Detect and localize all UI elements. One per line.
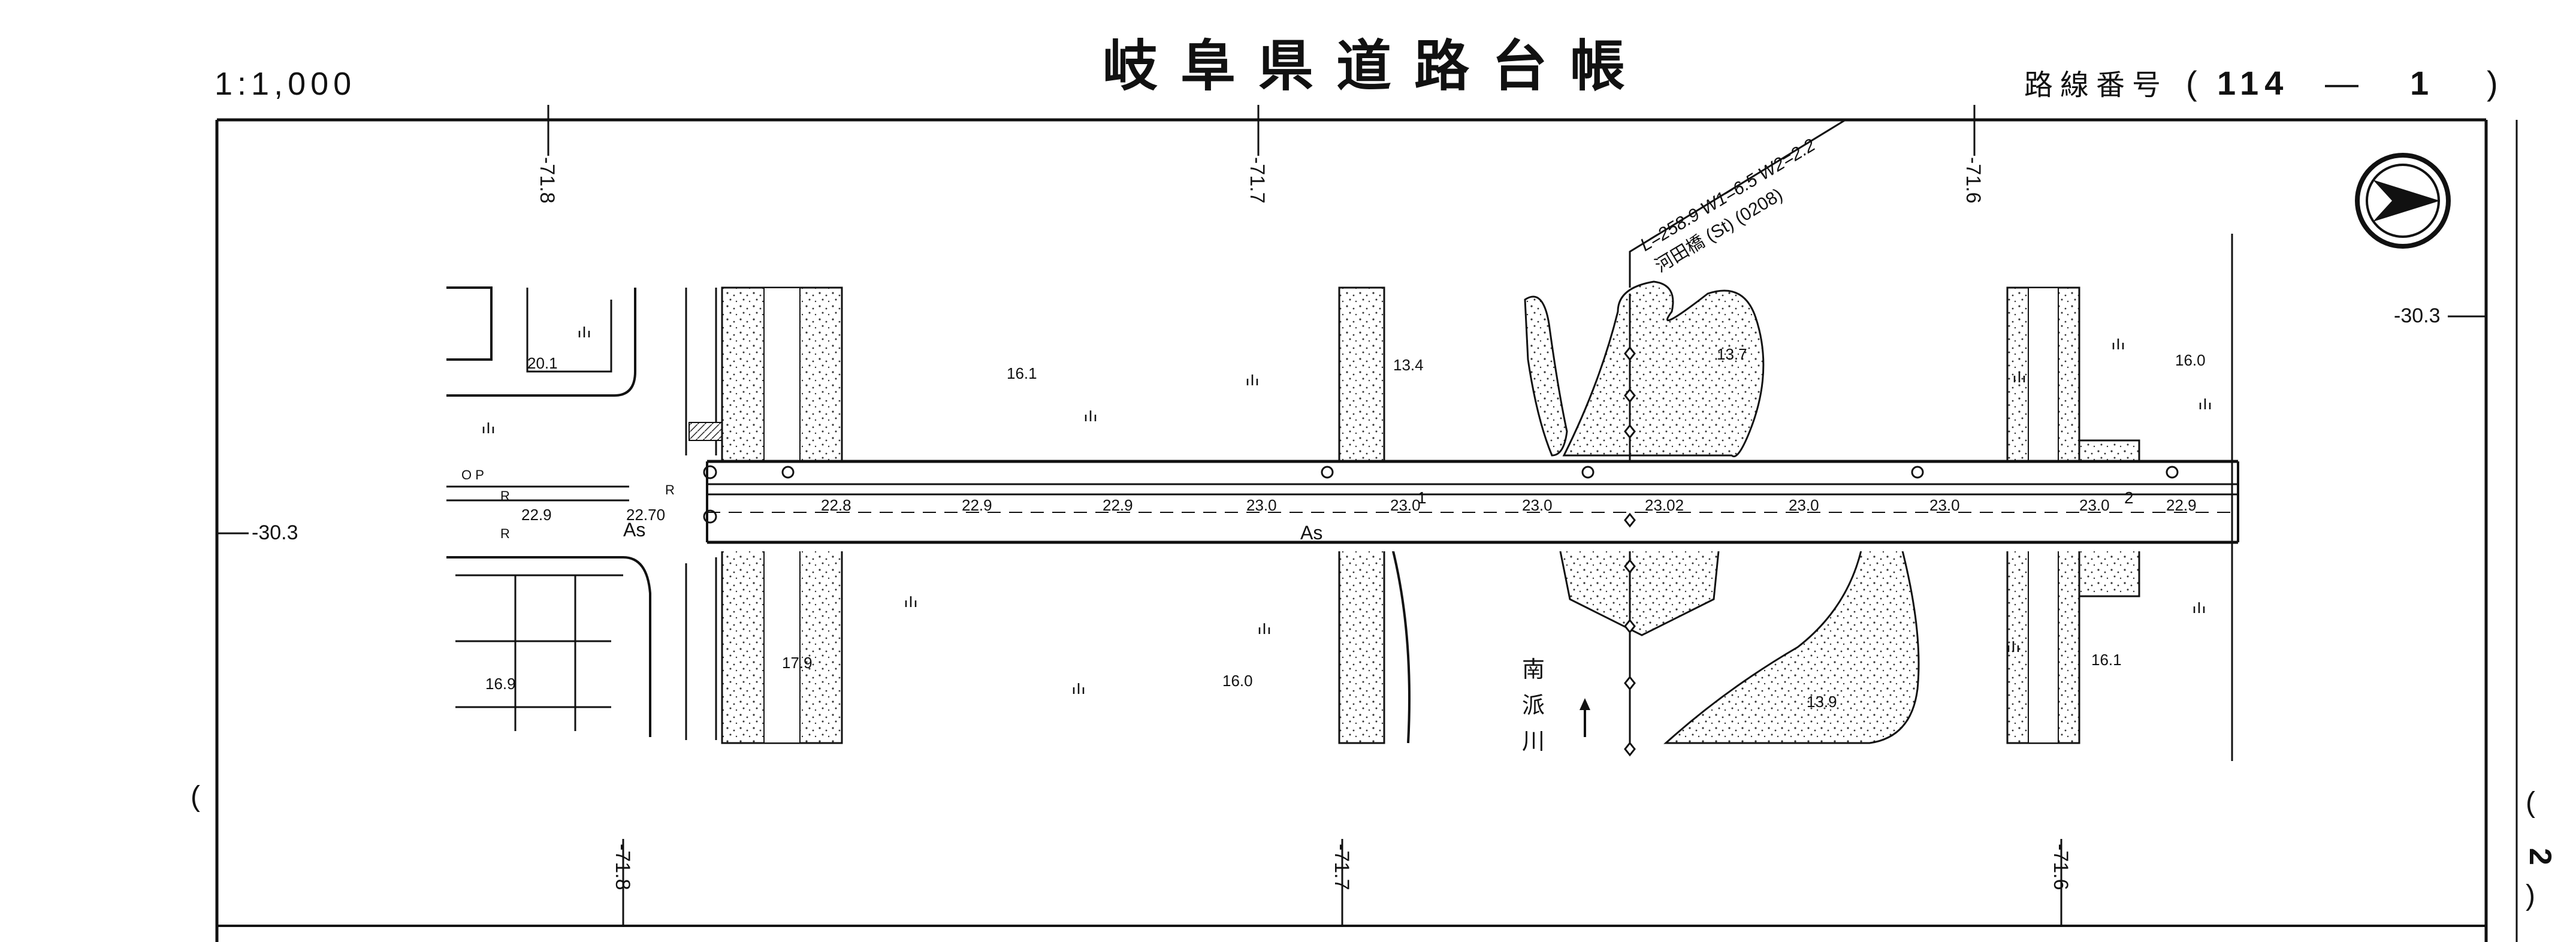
flow-arrow-icon [1580, 698, 1590, 737]
grid-label-top-2: -71.7 [1246, 157, 1269, 204]
grid-label-bottom-2: -71.7 [1330, 844, 1353, 890]
grid-label-top-3: -71.6 [1962, 157, 1985, 204]
spot-height: 20.1 [527, 354, 558, 372]
north-arrow-icon [2355, 153, 2451, 249]
grid-label-top-1: -71.8 [536, 157, 558, 204]
route-number-close: ) [2487, 64, 2498, 102]
paddy-symbols [482, 327, 2211, 694]
bridge-callout [1629, 119, 1846, 288]
spot-height: 13.9 [1807, 693, 1837, 711]
grid-ticks [217, 105, 2486, 926]
spot-height: 16.9 [485, 675, 516, 693]
road-elevation: 23.0 [1522, 496, 1553, 514]
spot-height: 17.9 [782, 654, 813, 672]
symbol-op: O P [461, 467, 484, 482]
road-elevation: 22.8 [821, 496, 851, 514]
route-number: 路線番号 ( 114 — 1 ) [2024, 64, 2498, 102]
road-elevation: 22.9 [962, 496, 992, 514]
sheet-paren-right-open: ( [2526, 787, 2535, 819]
route-number-dash: — [2325, 64, 2358, 102]
spot-height: 16.1 [2091, 651, 2122, 669]
spot-height: 16.0 [2175, 351, 2206, 369]
station-marker-2: 2 [2124, 488, 2134, 507]
symbol-r: R [500, 488, 510, 503]
route-number-major: 114 [2217, 64, 2289, 102]
symbol-r: R [500, 526, 510, 541]
route-number-minor: 1 [2410, 64, 2429, 102]
river-name-char-2: 派 [1522, 693, 1545, 718]
river-banks [1524, 280, 1920, 744]
road-elevation: 23.0 [1929, 496, 1960, 514]
sheet-frame [215, 118, 2518, 942]
map-scale: 1:1,000 [215, 66, 356, 102]
main-road [706, 234, 2239, 761]
route-number-label: 路線番号 [2024, 70, 2168, 101]
route-number-open: ( [2186, 64, 2197, 102]
road-elevation: 23.0 [1390, 496, 1421, 514]
spot-height: 13.4 [1393, 356, 1424, 374]
sheet-paren-left: ( [191, 781, 200, 813]
river-name-char-3: 川 [1522, 729, 1545, 754]
grid-label-bottom-3: -71.6 [2049, 844, 2072, 890]
spot-heights: 20.1 16.1 13.4 13.7 16.0 16.9 17.9 16.0 … [485, 345, 2206, 711]
grid-label-right: -30.3 [2394, 304, 2441, 327]
sheet-paren-right-close: ) [2526, 880, 2535, 911]
road-elevation: 22.9 [2166, 496, 2197, 514]
road-elevation: 23.02 [1645, 496, 1684, 514]
map-title: 岐阜県道路台帳 [1103, 36, 1648, 97]
grid-label-left: -30.3 [252, 521, 298, 544]
elev-left: 22.9 [521, 506, 552, 524]
road-surface-main: As [1300, 522, 1322, 544]
road-surface-left: As [623, 519, 645, 541]
road-elevation: 23.0 [1246, 496, 1277, 514]
bridge-spec: L=258.9 W1=6.5 W2=2.2 [1637, 135, 1819, 255]
river-centerline-markers [1624, 346, 1636, 757]
road-elevation: 23.0 [2079, 496, 2110, 514]
elev-junction: 22.70 [626, 506, 665, 524]
symbol-r: R [665, 482, 675, 497]
road-elevation: 23.0 [1789, 496, 1819, 514]
river-name-char-1: 南 [1522, 657, 1545, 683]
spot-height: 13.7 [1717, 345, 1747, 363]
road-elevations: 22.8 22.9 22.9 23.0 23.0 23.0 23.02 23.0… [821, 496, 2197, 514]
sheet-page-number: 2 [2523, 848, 2557, 865]
spot-height: 16.0 [1222, 672, 1253, 690]
road-markers [703, 465, 2179, 524]
station-marker-1: 1 [1417, 488, 1427, 507]
road-elevation: 22.9 [1103, 496, 1133, 514]
grid-label-bottom-1: -71.8 [611, 844, 634, 890]
spot-height: 16.1 [1007, 364, 1037, 382]
